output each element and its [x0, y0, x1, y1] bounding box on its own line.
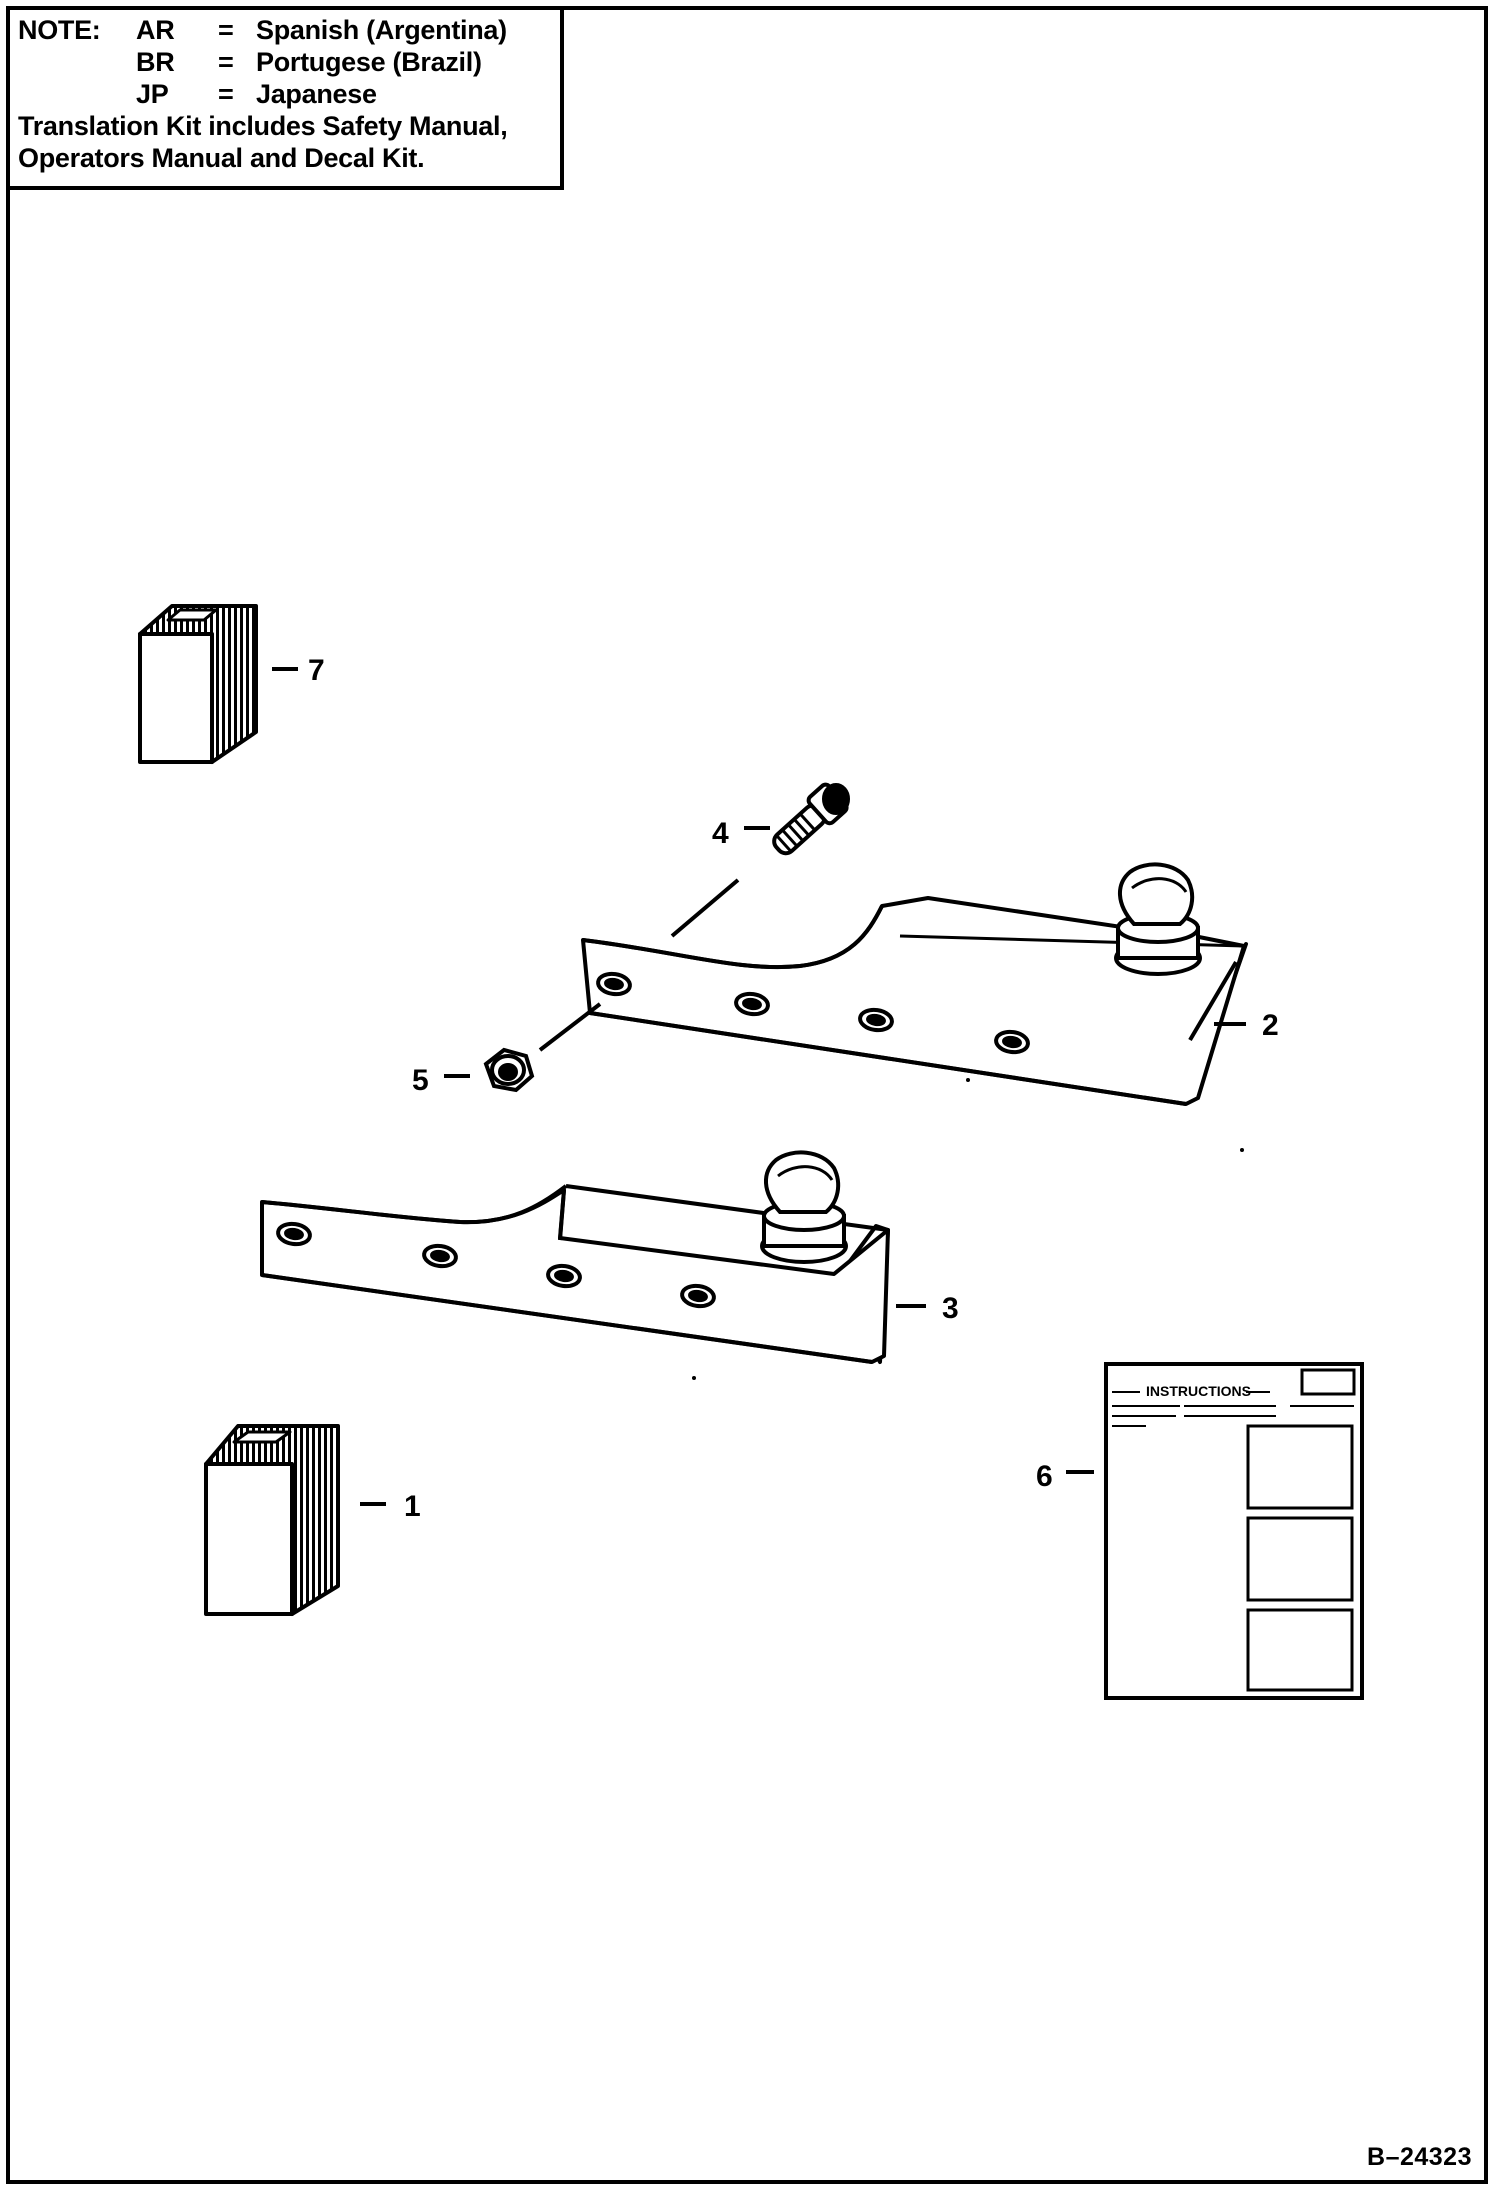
- note-box: NOTE: AR = Spanish (Argentina) BR = Port…: [6, 6, 564, 190]
- drawing-frame: [6, 6, 1488, 2184]
- decal-kit-item-1: [204, 1424, 340, 1616]
- callout-2: 2: [1262, 1009, 1279, 1042]
- note-row-br: BR = Portugese (Brazil): [18, 46, 550, 78]
- instruction-sheet-item-6: INSTRUCTIONS: [1104, 1362, 1364, 1700]
- note-kit-line-2: Operators Manual and Decal Kit.: [18, 143, 425, 173]
- note-heading: NOTE:: [18, 15, 101, 45]
- callout-5: 5: [412, 1064, 429, 1097]
- callout-4: 4: [712, 817, 729, 850]
- bolt-item-4: [772, 782, 850, 856]
- callout-3: 3: [942, 1292, 959, 1325]
- figure-id: B–24323: [1367, 2143, 1472, 2171]
- ball-hitch-lower: [760, 1150, 848, 1264]
- manual-booklet-item-7: [138, 604, 258, 764]
- note-code-br: BR: [136, 47, 175, 77]
- bracket-item-3: [260, 1184, 890, 1364]
- note-eq-jp: =: [218, 79, 234, 109]
- note-eq-br: =: [218, 47, 234, 77]
- speck: [692, 1376, 696, 1380]
- callout-6: 6: [1036, 1460, 1053, 1493]
- note-row-jp: JP = Japanese: [18, 78, 550, 110]
- callout-7: 7: [308, 654, 325, 687]
- note-row-ar: NOTE: AR = Spanish (Argentina): [18, 14, 550, 46]
- callout-1: 1: [404, 1490, 421, 1523]
- note-code-ar: AR: [136, 15, 175, 45]
- speck: [966, 1078, 970, 1082]
- nut-item-5: [483, 1047, 535, 1093]
- note-kit-line-1: Translation Kit includes Safety Manual,: [18, 111, 508, 141]
- ball-hitch-upper: [1114, 862, 1202, 976]
- bolt-centerline: [670, 878, 740, 938]
- instruction-sheet-title: INSTRUCTIONS: [1146, 1383, 1251, 1399]
- note-code-jp: JP: [136, 79, 169, 109]
- speck: [1240, 1148, 1244, 1152]
- bracket-item-2: [581, 896, 1248, 1106]
- note-eq-ar: =: [218, 15, 234, 45]
- note-language-jp: Japanese: [256, 79, 377, 109]
- nut-centerline: [538, 1002, 602, 1052]
- note-language-ar: Spanish (Argentina): [256, 15, 507, 45]
- note-language-br: Portugese (Brazil): [256, 47, 482, 77]
